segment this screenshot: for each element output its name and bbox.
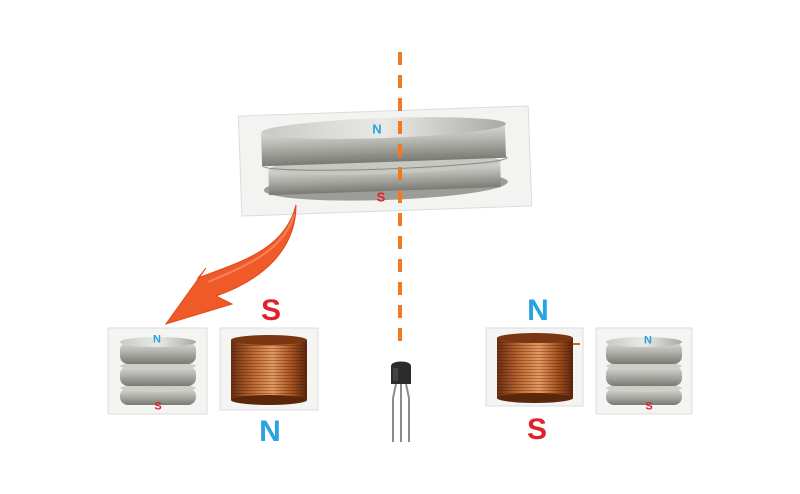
top-magnet-north-label: N xyxy=(372,121,382,137)
right-magnet-south-label: S xyxy=(645,400,653,413)
top-magnet-south-label: S xyxy=(376,189,386,205)
left-magnet-north-label: N xyxy=(153,333,161,346)
right-stacked-magnet-photo xyxy=(595,327,693,415)
right-coil-bottom-pole-label: S xyxy=(526,413,548,446)
right-coil-top-pole-label: N xyxy=(527,294,549,327)
right-magnet-north-label: N xyxy=(644,334,652,347)
curved-arrow-icon xyxy=(164,204,297,325)
top-magnet-photo xyxy=(237,105,533,217)
left-coil-bottom-pole-label: N xyxy=(259,415,281,448)
hall-sensor-icon xyxy=(391,361,411,442)
left-coil-top-pole-label: S xyxy=(260,294,282,327)
right-copper-coil-photo xyxy=(485,327,584,407)
left-copper-coil-photo xyxy=(219,327,319,411)
left-stacked-magnet-photo xyxy=(107,327,208,415)
left-magnet-south-label: S xyxy=(154,400,162,413)
